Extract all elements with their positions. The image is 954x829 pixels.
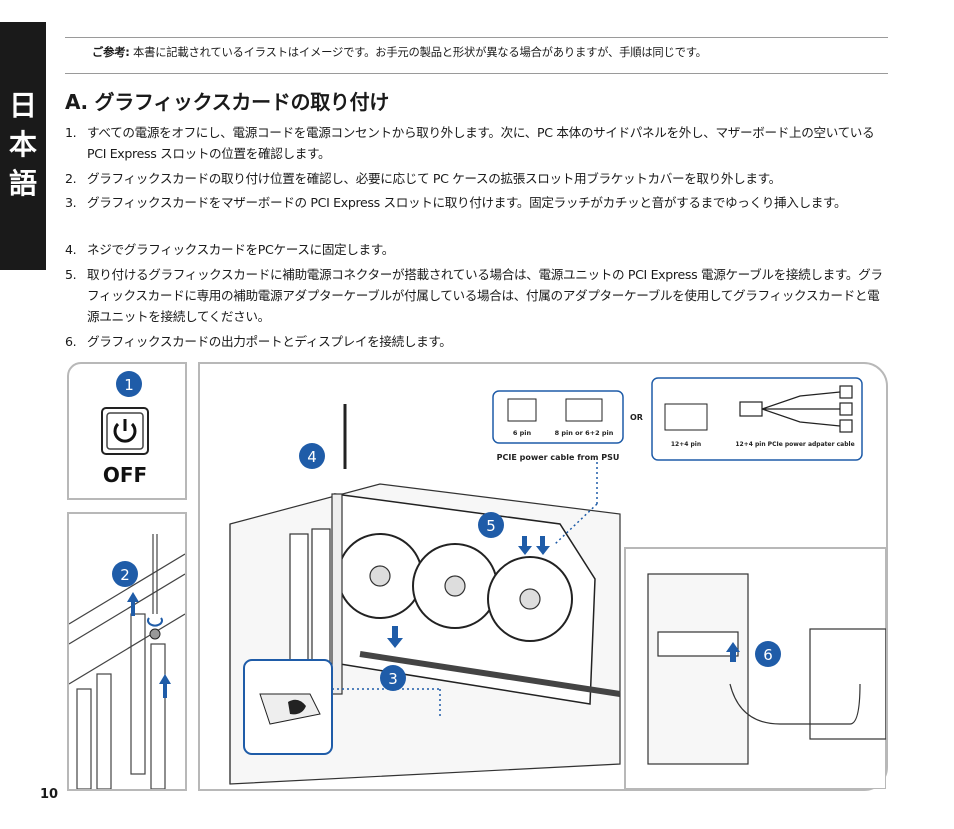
- twelve-pin-label: 12+4 pin: [671, 441, 701, 448]
- badge-2: [112, 561, 138, 587]
- language-char: 日: [8, 89, 37, 122]
- badge-5: [478, 512, 504, 538]
- badge-3-label: 3: [388, 670, 398, 688]
- step-item: 3. グラフィックスカードをマザーボードの PCI Express スロットに取…: [65, 192, 890, 213]
- badge-3: [380, 665, 406, 691]
- power-icon: [113, 419, 137, 443]
- adapter-label: 12+4 pin PCIe power adpater cable: [735, 441, 854, 448]
- step-text: ネジでグラフィックスカードをPCケースに固定します。: [87, 242, 395, 257]
- down-arrow-icon: [387, 626, 403, 648]
- step-item: 6. グラフィックスカードの出力ポートとディスプレイを接続します。: [65, 331, 890, 352]
- eight-pin-label: 8 pin or 6+2 pin: [555, 429, 614, 437]
- step-number: 1.: [65, 125, 77, 140]
- bracket-removal-illustration: 2: [68, 534, 186, 790]
- badge-4-label: 4: [307, 448, 317, 466]
- adapter-connector-box: [651, 377, 863, 461]
- step-number: 2.: [65, 171, 77, 186]
- twelve-pin-connector: [664, 403, 708, 431]
- badge-1: [116, 371, 142, 397]
- step-text: グラフィックスカードの取り付け位置を確認し、必要に応じて PC ケースの拡張スロ…: [87, 171, 781, 186]
- eight-pin-connector: [565, 398, 603, 422]
- badge-4: [299, 443, 325, 469]
- installation-illustration: 6 pin 8 pin or 6+2 pin OR PCIE power cab…: [229, 377, 887, 790]
- badge-2-label: 2: [120, 566, 130, 584]
- language-char: 本: [8, 128, 37, 161]
- up-arrow-icon: [726, 642, 740, 662]
- step-text: 取り付けるグラフィックスカードに補助電源コネクターが搭載されている場合は、電源ユ…: [87, 267, 883, 324]
- down-arrow-icon: [518, 536, 532, 555]
- divider-bottom: [65, 73, 888, 74]
- rotate-icon: [147, 617, 163, 627]
- badge-6: [755, 641, 781, 667]
- page-number: 10: [40, 787, 59, 802]
- step-number: 4.: [65, 242, 77, 257]
- language-tab: 日 本 語: [0, 22, 46, 270]
- step-number: 6.: [65, 334, 77, 349]
- step-text: グラフィックスカードの出力ポートとディスプレイを接続します。: [87, 334, 452, 349]
- step-text: すべての電源をオフにし、電源コードを電源コンセントから取り外します。次に、PC …: [87, 125, 875, 161]
- step-number: 5.: [65, 267, 77, 282]
- up-arrow-icon: [127, 592, 139, 616]
- section-title: A. グラフィックスカードの取り付け: [65, 90, 390, 114]
- step-item: 4. ネジでグラフィックスカードをPCケースに固定します。: [65, 239, 890, 260]
- psu-cable-label: PCIE power cable from PSU: [497, 453, 620, 462]
- bracket-removal-panel: 2: [67, 512, 187, 791]
- language-label: 日 本 語: [0, 86, 46, 203]
- up-arrow-icon: [159, 674, 171, 698]
- step-number: 3.: [65, 195, 77, 210]
- six-pin-connector: [507, 398, 537, 422]
- step-item: 2. グラフィックスカードの取り付け位置を確認し、必要に応じて PC ケースの拡…: [65, 168, 890, 189]
- off-label: OFF: [103, 463, 147, 487]
- or-label: OR: [630, 413, 643, 422]
- note-label: ご参考:: [92, 46, 130, 59]
- step-text: グラフィックスカードをマザーボードの PCI Express スロットに取り付け…: [87, 195, 847, 210]
- language-char: 語: [8, 167, 37, 200]
- reference-note: ご参考: 本書に記載されているイラストはイメージです。お手元の製品と形状が異なる…: [92, 44, 707, 60]
- divider-top: [65, 37, 888, 38]
- six-pin-label: 6 pin: [513, 429, 532, 437]
- step-item: 5. 取り付けるグラフィックスカードに補助電源コネクターが搭載されている場合は、…: [65, 264, 890, 327]
- installation-panel: 6 pin 8 pin or 6+2 pin OR PCIE power cab…: [198, 362, 888, 791]
- down-arrow-icon: [536, 536, 550, 555]
- power-off-illustration: 1 OFF: [101, 371, 149, 487]
- note-text: 本書に記載されているイラストはイメージです。お手元の製品と形状が異なる場合があり…: [133, 46, 707, 59]
- badge-1-label: 1: [124, 376, 134, 394]
- step-item: 1. すべての電源をオフにし、電源コードを電源コンセントから取り外します。次に、…: [65, 122, 890, 164]
- screw-icon: [149, 628, 161, 640]
- badge-6-label: 6: [763, 646, 773, 664]
- power-off-panel: 1 OFF: [67, 362, 187, 500]
- adapter-cable-drawing: [739, 385, 853, 433]
- badge-5-label: 5: [486, 517, 496, 535]
